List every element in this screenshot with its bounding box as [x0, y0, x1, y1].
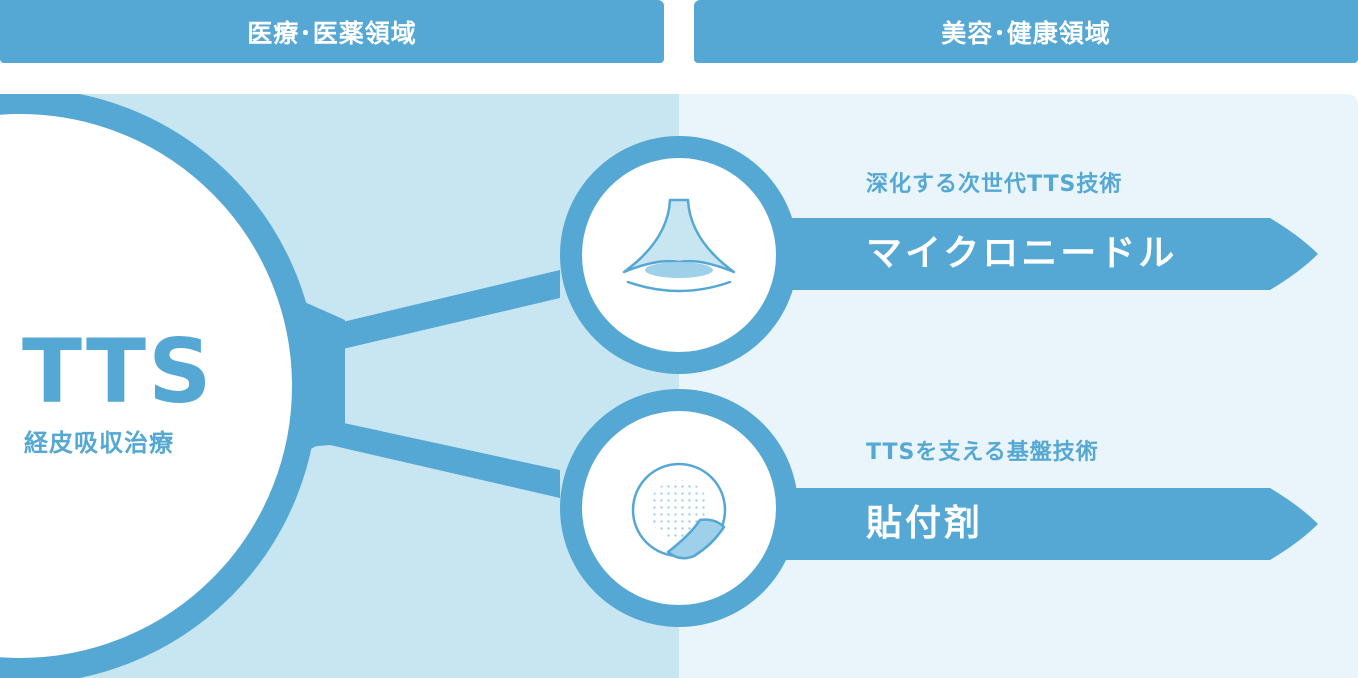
tts-center-circle: [0, 94, 318, 678]
header-beauty-label: 美容･健康領域: [941, 18, 1111, 48]
branch-label-microneedle: マイクロニードル: [866, 233, 1178, 274]
branch-caption-microneedle: 深化する次世代TTS技術: [866, 172, 1123, 197]
header-beauty: 美容･健康領域: [694, 0, 1358, 63]
connector-lower: [270, 420, 560, 498]
patch-icon: [631, 462, 727, 560]
tts-title: TTS: [22, 320, 214, 423]
microneedle-icon: [622, 198, 736, 293]
beauty-domain-panel: [679, 94, 1358, 678]
header-medical: 医療･医薬領域: [0, 0, 664, 63]
arrow-banner-2: [740, 488, 1318, 560]
header-medical-label: 医療･医薬領域: [247, 18, 417, 48]
tts-subtitle: 経皮吸収治療: [24, 429, 174, 457]
branch-label-patch: 貼付剤: [866, 503, 984, 544]
arrow-banner-1: [740, 218, 1318, 290]
branch-caption-patch: TTSを支える基盤技術: [866, 440, 1099, 465]
